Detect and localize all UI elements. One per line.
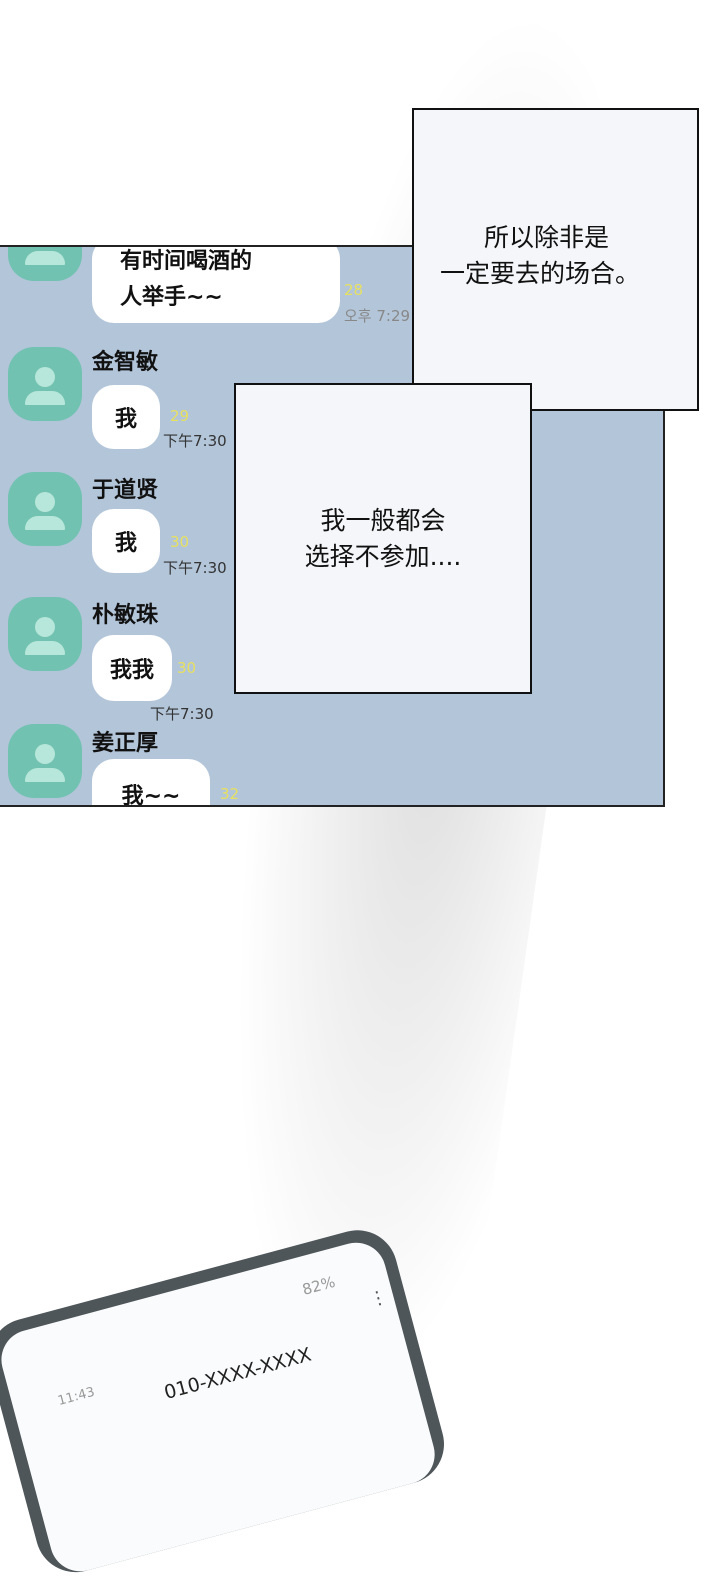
message-text: 我 bbox=[114, 407, 137, 432]
caption-box: 所以除非是 一定要去的场合。 bbox=[412, 108, 699, 411]
status-clock: 11:43 bbox=[56, 1384, 97, 1409]
sender-name: 金智敏 bbox=[92, 350, 159, 375]
avatar-icon bbox=[8, 472, 82, 546]
more-options-icon[interactable]: ⋮ bbox=[366, 1285, 390, 1311]
unread-count: 28 bbox=[344, 281, 364, 299]
message-bubble: 我 bbox=[92, 385, 160, 449]
message-bubble: 我~~ bbox=[92, 759, 210, 807]
caption-text: 所以除非是 bbox=[484, 223, 610, 252]
caption-text: 一定要去的场合。 bbox=[440, 259, 641, 288]
unread-count: 29 bbox=[170, 407, 190, 425]
sender-name: 姜正厚 bbox=[92, 731, 159, 756]
message-bubble: 有时间喝酒的 人举手~~ bbox=[92, 247, 340, 323]
message-text: 人举手~~ bbox=[120, 285, 223, 310]
sender-name: 朴敏珠 bbox=[92, 603, 159, 628]
message-time: 下午7:30 bbox=[163, 432, 227, 450]
phone-number[interactable]: 010-XXXX-XXXX bbox=[161, 1343, 314, 1404]
caption-text: 选择不参加.... bbox=[304, 541, 462, 571]
message-bubble: 我 bbox=[92, 509, 160, 573]
unread-count: 32 bbox=[220, 785, 240, 803]
caption-text: 我一般都会 bbox=[320, 505, 446, 535]
phone-screen: 11:43 82% ⋮ 010-XXXX-XXXX bbox=[0, 1235, 442, 1579]
avatar-icon bbox=[8, 247, 82, 281]
message-text: 我 bbox=[114, 531, 137, 556]
battery-level: 82% bbox=[300, 1272, 338, 1299]
avatar-icon bbox=[8, 347, 82, 421]
message-time: 下午7:30 bbox=[163, 559, 227, 577]
message-bubble: 我我 bbox=[92, 635, 172, 701]
avatar-icon bbox=[8, 724, 82, 798]
phone: 11:43 82% ⋮ 010-XXXX-XXXX bbox=[0, 1221, 453, 1581]
message-text: 我~~ bbox=[121, 784, 181, 807]
unread-count: 30 bbox=[177, 659, 197, 677]
avatar-icon bbox=[8, 597, 82, 671]
sender-name: 于道贤 bbox=[92, 478, 159, 503]
message-text: 我我 bbox=[109, 658, 154, 683]
message-time: 오후 7:29 bbox=[344, 307, 411, 325]
unread-count: 30 bbox=[170, 533, 190, 551]
caption-box: 我一般都会 选择不参加.... bbox=[234, 383, 532, 694]
message-text: 有时间喝酒的 bbox=[120, 249, 253, 274]
message-time: 下午7:30 bbox=[150, 705, 214, 723]
